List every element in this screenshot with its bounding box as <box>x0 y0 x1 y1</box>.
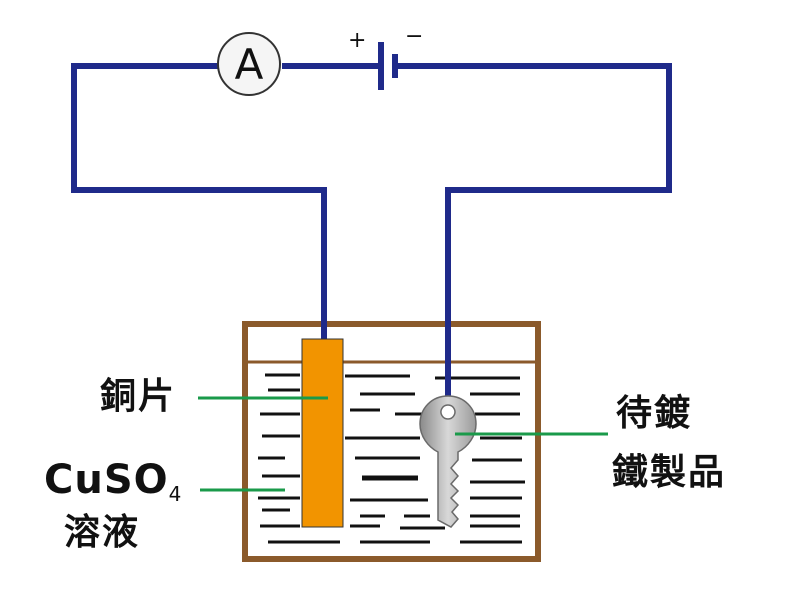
battery-plus-sign: + <box>348 28 367 53</box>
battery-negative-plate <box>392 54 398 78</box>
ammeter-label: A <box>235 40 264 89</box>
copper-label: 銅片 <box>100 376 177 417</box>
battery-icon <box>378 42 398 90</box>
wire-right <box>395 63 672 396</box>
solution-formula: CuSO <box>44 457 169 503</box>
solution-name-label: 溶液 <box>64 512 141 553</box>
item-label-line2: 鐵製品 <box>612 452 727 493</box>
wires <box>71 63 672 396</box>
liquid-lines <box>258 373 525 544</box>
item-label-line1: 待鍍 <box>616 393 693 434</box>
solution-formula-label: CuSO4 <box>44 460 181 504</box>
leader-lines <box>198 396 608 492</box>
key-shape <box>419 395 477 528</box>
ammeter-circle <box>217 32 281 96</box>
battery-positive-plate <box>378 42 384 90</box>
wire-left <box>71 63 327 340</box>
copper-plate <box>301 338 344 528</box>
ammeter-icon: A <box>217 32 281 96</box>
key-icon <box>419 395 477 528</box>
solution-subscript: 4 <box>168 482 182 506</box>
tank <box>242 321 541 562</box>
battery-minus-sign: − <box>405 24 424 49</box>
